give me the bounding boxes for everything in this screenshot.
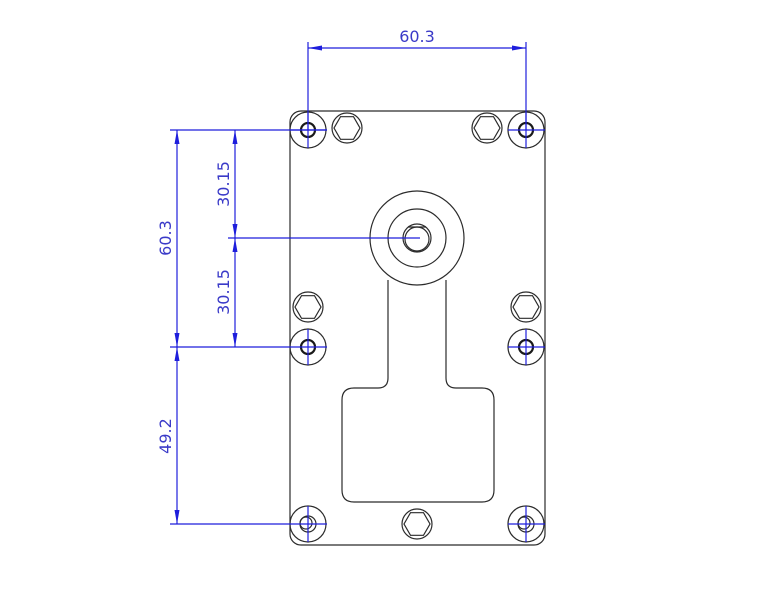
- arrow-down-icon: [174, 510, 180, 524]
- dimension-label: 30.15: [214, 269, 233, 315]
- mounting-holes: [289, 111, 545, 543]
- arrow-right-icon: [512, 45, 526, 51]
- hex-bolts: [292, 112, 542, 540]
- hex-bolt-top-left: [331, 112, 363, 144]
- shaft-inner: [404, 226, 430, 252]
- arrow-up-icon: [232, 238, 238, 252]
- body-plate-outline: [289, 110, 546, 546]
- arrow-down-icon: [174, 333, 180, 347]
- hex-bolt-top-right: [471, 112, 503, 144]
- arrow-down-icon: [232, 224, 238, 238]
- dimension-label: 30.15: [214, 161, 233, 207]
- dimension-lower-half: 30.15: [214, 238, 238, 347]
- arrow-left-icon: [308, 45, 322, 51]
- hex-bolt-mid-right: [510, 291, 542, 323]
- arrow-up-icon: [174, 130, 180, 144]
- dimension-lower-hole-spacing: 49.2: [156, 347, 327, 525]
- arm-pocket-outline: [341, 280, 495, 503]
- arrow-down-icon: [232, 333, 238, 347]
- dimension-label: 49.2: [156, 418, 175, 454]
- hex-bolt-bottom-center: [401, 508, 433, 540]
- gearbox-body: [289, 110, 546, 546]
- dimension-top-hole-spacing: 60.3: [307, 27, 527, 130]
- dimension-label: 60.3: [156, 220, 175, 256]
- hex-bolt-mid-left: [292, 291, 324, 323]
- centerlines: [290, 113, 545, 542]
- arrow-up-icon: [174, 347, 180, 361]
- dimension-left-hole-spacing: 60.3: [156, 129, 327, 348]
- arrow-up-icon: [232, 130, 238, 144]
- dimension-label: 60.3: [399, 27, 435, 46]
- dimension-upper-half: 30.15: [214, 130, 420, 239]
